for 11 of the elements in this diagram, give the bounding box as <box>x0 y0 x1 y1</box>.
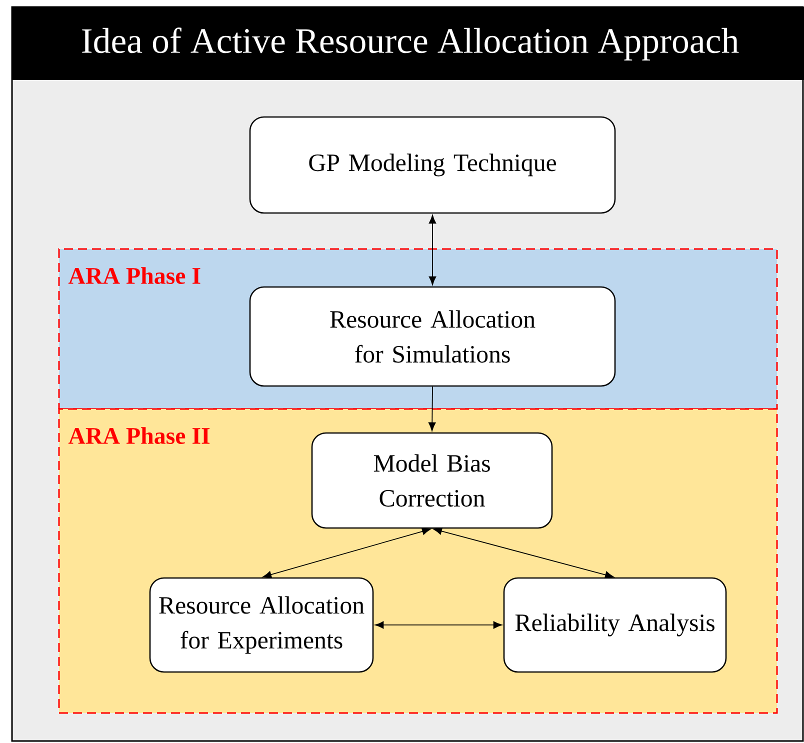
arrow <box>374 621 502 629</box>
arrow <box>428 386 436 432</box>
arrow <box>262 528 431 578</box>
process-box: Resource Allocation for Experiments <box>149 577 374 673</box>
arrow <box>428 214 436 286</box>
process-box: Resource Allocation for Simulations <box>249 286 616 387</box>
title-bar: Idea of Active Resource Allocation Approach <box>12 7 804 80</box>
process-box: Model Bias Correction <box>311 432 553 529</box>
arrow <box>433 528 614 578</box>
process-box: GP Modeling Technique <box>249 116 616 214</box>
process-box: Reliability Analysis <box>503 577 727 673</box>
